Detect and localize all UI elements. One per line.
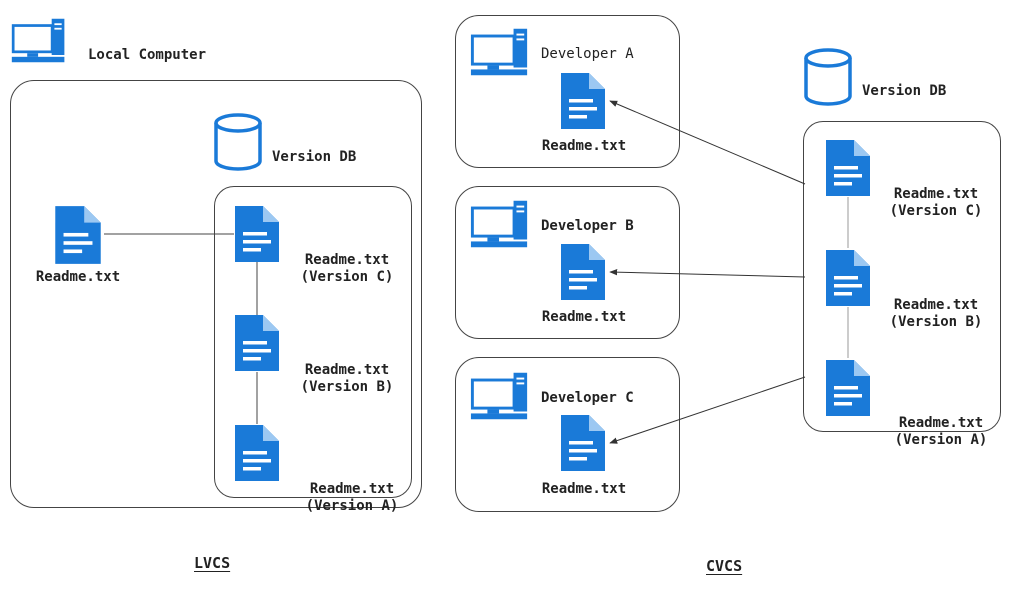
developer-b-label: Developer B — [541, 218, 634, 234]
working-file-label: Readme.txt — [35, 269, 121, 285]
central-version-c-file-icon — [823, 138, 873, 198]
developer-b-file-label: Readme.txt — [541, 309, 627, 325]
developer-c-label: Developer C — [541, 390, 634, 406]
central-version-db-label: Version DB — [862, 83, 947, 99]
central-version-a-label: Readme.txt(Version A) — [894, 415, 988, 448]
version-a-label: Readme.txt(Version A) — [305, 481, 399, 514]
central-version-a-file-icon — [823, 358, 873, 418]
central-version-b-file-icon — [823, 248, 873, 308]
checkout-arrow-developer-b — [609, 268, 806, 278]
version-b-label: Readme.txt(Version B) — [300, 362, 394, 395]
central-version-c-label: Readme.txt(Version C) — [889, 186, 983, 219]
version-c-label: Readme.txt(Version C) — [300, 252, 394, 285]
central-version-b-label: Readme.txt(Version B) — [889, 297, 983, 330]
developer-a-label: Developer A — [541, 46, 634, 62]
local-computer-label: Local Computer — [88, 47, 207, 63]
cvcs-title: CVCS — [706, 557, 743, 575]
lvcs-title: LVCS — [194, 554, 231, 572]
version-db-label: Version DB — [272, 149, 357, 165]
checkout-arrow-developer-a — [609, 100, 806, 185]
developer-c-file-label: Readme.txt — [541, 481, 627, 497]
developer-a-file-label: Readme.txt — [541, 138, 627, 154]
checkout-arrow-developer-c — [609, 376, 806, 444]
